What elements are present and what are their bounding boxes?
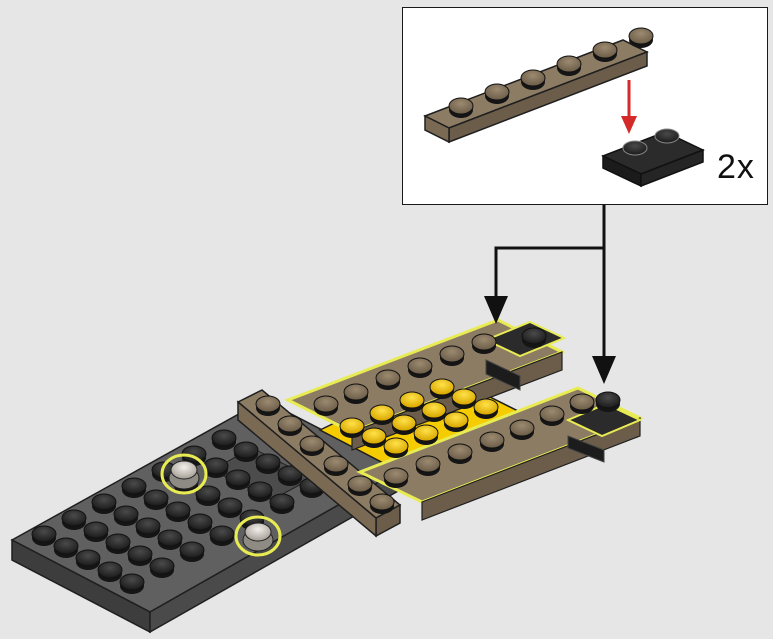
- dark-stud: [247, 481, 273, 502]
- yellow-stud: [413, 424, 439, 445]
- yellow-stud: [451, 388, 477, 409]
- tan-stud: [383, 467, 409, 488]
- black-plate-icon: [601, 128, 705, 188]
- yellow-stud: [399, 391, 425, 412]
- dark-stud: [269, 493, 295, 514]
- tan-stud: [313, 395, 339, 416]
- dark-stud: [119, 573, 145, 594]
- tan-stud: [539, 405, 565, 426]
- dark-stud: [113, 505, 139, 526]
- dark-stud: [165, 501, 191, 522]
- callout-tan-stud: [556, 55, 582, 76]
- callout-tan-stud: [484, 83, 510, 104]
- tan-stud: [375, 369, 401, 390]
- placement-arrows: [494, 205, 606, 360]
- dark-stud: [233, 441, 259, 462]
- yellow-stud: [369, 404, 395, 425]
- dark-stud: [203, 457, 229, 478]
- sub-assembly-callout: 2x: [402, 7, 768, 205]
- dark-stud: [75, 549, 101, 570]
- dark-stud: [187, 513, 213, 534]
- tan-stud: [439, 345, 465, 366]
- yellow-stud: [391, 414, 417, 435]
- dark-stud: [83, 521, 109, 542]
- black-stud: [595, 391, 621, 412]
- yellow-stud: [473, 398, 499, 419]
- tan-stud: [447, 443, 473, 464]
- dark-stud: [97, 561, 123, 582]
- round-plate-highlight-2: [234, 515, 282, 557]
- dark-stud: [105, 533, 131, 554]
- tan-stud: [343, 383, 369, 404]
- tan-plate-icon: [423, 27, 654, 144]
- tan-stud: [323, 455, 349, 476]
- tan-stud: [277, 415, 303, 436]
- dark-stud: [31, 525, 57, 546]
- dark-stud: [255, 453, 281, 474]
- dark-stud: [195, 485, 221, 506]
- dark-stud: [53, 537, 79, 558]
- dark-stud: [143, 489, 169, 510]
- dark-stud: [225, 469, 251, 490]
- tan-stud: [347, 475, 373, 496]
- dark-stud: [127, 545, 153, 566]
- red-down-arrow-icon: [621, 80, 637, 134]
- yellow-stud: [421, 401, 447, 422]
- yellow-stud: [339, 417, 365, 438]
- dark-stud: [211, 429, 237, 450]
- black-down-arrow-icon: [484, 296, 508, 324]
- round-plate-highlight-1: [160, 453, 208, 495]
- yellow-stud: [443, 411, 469, 432]
- tan-stud: [299, 435, 325, 456]
- yellow-stud: [429, 378, 455, 399]
- tan-stud: [415, 455, 441, 476]
- tan-stud: [407, 357, 433, 378]
- callout-tan-stud: [628, 27, 654, 48]
- dark-stud: [91, 493, 117, 514]
- tan-and-yellow-studs: [255, 327, 621, 514]
- tan-stud: [255, 395, 281, 416]
- dark-stud: [209, 525, 235, 546]
- callout-tan-stud: [592, 41, 618, 62]
- dark-stud: [135, 517, 161, 538]
- dark-stud: [179, 541, 205, 562]
- callout-tan-stud: [448, 97, 474, 118]
- dark-stud: [61, 509, 87, 530]
- black-plate-lower: [565, 402, 643, 463]
- callout-tan-stud: [520, 69, 546, 90]
- yellow-stud: [383, 437, 409, 458]
- callout-illustration: [423, 27, 705, 188]
- tan-stud: [569, 393, 595, 414]
- quantity-label: 2x: [717, 148, 755, 186]
- black-down-arrow-icon: [592, 356, 616, 384]
- yellow-stud: [361, 427, 387, 448]
- dark-stud: [121, 477, 147, 498]
- black-stud: [521, 327, 547, 348]
- dark-stud: [157, 529, 183, 550]
- dark-stud: [217, 497, 243, 518]
- tan-stud: [479, 431, 505, 452]
- tan-stud: [471, 333, 497, 354]
- dark-stud: [149, 557, 175, 578]
- tan-stud: [509, 419, 535, 440]
- tan-stud: [369, 493, 395, 514]
